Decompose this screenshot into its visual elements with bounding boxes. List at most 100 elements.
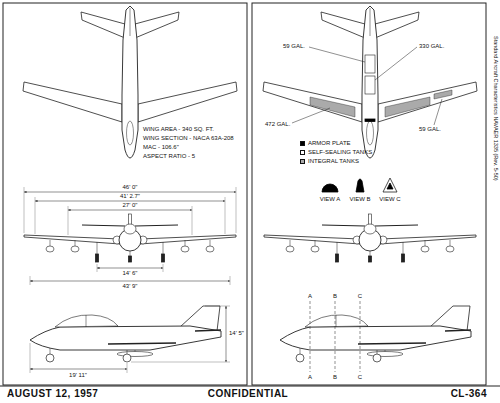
pylon bbox=[290, 240, 291, 246]
integral-tank bbox=[310, 97, 355, 117]
tank-callout: 59 GAL. bbox=[418, 126, 442, 132]
wheel bbox=[46, 354, 54, 362]
pylon bbox=[210, 240, 211, 246]
wing bbox=[138, 82, 237, 122]
pylon bbox=[450, 240, 451, 246]
wheel bbox=[336, 254, 339, 262]
panel-border bbox=[3, 3, 247, 385]
extension-line bbox=[192, 206, 193, 235]
dimension-line bbox=[68, 210, 192, 211]
footer-text: Standard Aircraft Characteristics NAVAER… bbox=[493, 35, 499, 182]
legend-swatch bbox=[300, 141, 305, 146]
dimension-label: 46' 0" bbox=[122, 184, 139, 190]
wing bbox=[378, 82, 477, 122]
panel-border bbox=[252, 3, 486, 385]
dimension-label: 27' 0" bbox=[122, 202, 139, 208]
legend-item: INTEGRAL TANKS bbox=[300, 158, 359, 164]
wheel bbox=[296, 354, 304, 362]
wheel bbox=[402, 254, 405, 262]
legend-swatch bbox=[300, 159, 305, 164]
store bbox=[286, 246, 294, 252]
horizontal-tail bbox=[375, 12, 419, 38]
view-label: C bbox=[357, 293, 363, 299]
extension-line bbox=[127, 363, 128, 373]
horizontal-tail bbox=[375, 225, 418, 226]
wheel bbox=[123, 354, 131, 362]
self-sealing-tank bbox=[365, 55, 375, 73]
view-label: C bbox=[357, 374, 363, 380]
view-label: B bbox=[332, 374, 338, 380]
wing bbox=[263, 82, 362, 122]
wing bbox=[264, 235, 360, 244]
wing bbox=[140, 235, 236, 244]
leader-line bbox=[309, 47, 365, 62]
view-label: A bbox=[307, 293, 313, 299]
dimension-line bbox=[97, 268, 163, 269]
store bbox=[421, 246, 429, 252]
canopy bbox=[127, 121, 134, 145]
footer-text: CONFIDENTIAL bbox=[207, 389, 289, 399]
horizontal-tail bbox=[82, 225, 125, 226]
legend-text: ARMOR PLATE bbox=[308, 140, 351, 146]
spec-note: ASPECT RATIO - 5 bbox=[142, 153, 196, 159]
horizontal-tail bbox=[135, 12, 179, 38]
section-line bbox=[335, 301, 336, 372]
extension-line bbox=[68, 206, 69, 235]
canopy bbox=[305, 315, 368, 327]
store bbox=[46, 246, 54, 252]
wheel bbox=[373, 354, 381, 362]
tank-callout: 59 GAL. bbox=[282, 43, 306, 49]
fuselage bbox=[280, 326, 471, 350]
legend-swatch bbox=[300, 150, 305, 155]
legend-item: SELF-SEALING TANKS bbox=[300, 149, 372, 155]
extension-line bbox=[230, 276, 231, 285]
fin-top-view bbox=[370, 8, 371, 36]
store bbox=[71, 246, 79, 252]
horizontal-tail bbox=[445, 330, 471, 331]
armor-plate bbox=[365, 119, 375, 122]
pylon bbox=[315, 240, 316, 246]
leader-line bbox=[434, 99, 442, 125]
wheel bbox=[369, 256, 372, 262]
canopy-frame bbox=[86, 315, 87, 327]
footer-text: AUGUST 12, 1957 bbox=[6, 389, 99, 399]
tank-callout: 472 GAL. bbox=[264, 121, 291, 127]
view-label: VIEW B bbox=[348, 196, 371, 202]
legend-item: ARMOR PLATE bbox=[300, 140, 351, 146]
extension-line bbox=[131, 362, 230, 363]
integral-tank bbox=[385, 97, 430, 117]
dimension-line bbox=[30, 369, 127, 370]
extension-line bbox=[30, 343, 31, 373]
spec-note: WING SECTION - NACA 63A-208 bbox=[142, 135, 235, 141]
view-label: A bbox=[307, 374, 313, 380]
leader-line bbox=[292, 108, 330, 123]
fin-top-view bbox=[130, 8, 131, 36]
view-c-section bbox=[387, 183, 393, 189]
fuselage bbox=[122, 6, 138, 158]
store bbox=[206, 246, 214, 252]
wing bbox=[23, 82, 122, 122]
footer-text: CL-364 bbox=[450, 389, 488, 399]
extension-line bbox=[236, 187, 237, 233]
canopy bbox=[367, 121, 374, 145]
extension-line bbox=[225, 197, 226, 234]
wheel bbox=[162, 254, 165, 262]
wing bbox=[108, 343, 176, 344]
view-c-section bbox=[383, 178, 397, 192]
canopy bbox=[55, 315, 118, 327]
leader-line bbox=[375, 47, 417, 80]
extension-line bbox=[35, 197, 36, 234]
wing bbox=[358, 343, 426, 344]
wing bbox=[380, 235, 476, 244]
dimension-label: 19' 11" bbox=[68, 372, 88, 378]
bottom-rule bbox=[0, 386, 500, 387]
pylon bbox=[50, 240, 51, 246]
view-a-section bbox=[322, 184, 338, 192]
horizontal-tail bbox=[135, 225, 178, 226]
tank-callout: 330 GAL. bbox=[418, 43, 445, 49]
pylon bbox=[75, 240, 76, 246]
pylon bbox=[185, 240, 186, 246]
integral-tank bbox=[434, 90, 452, 99]
horizontal-tail bbox=[81, 12, 125, 38]
